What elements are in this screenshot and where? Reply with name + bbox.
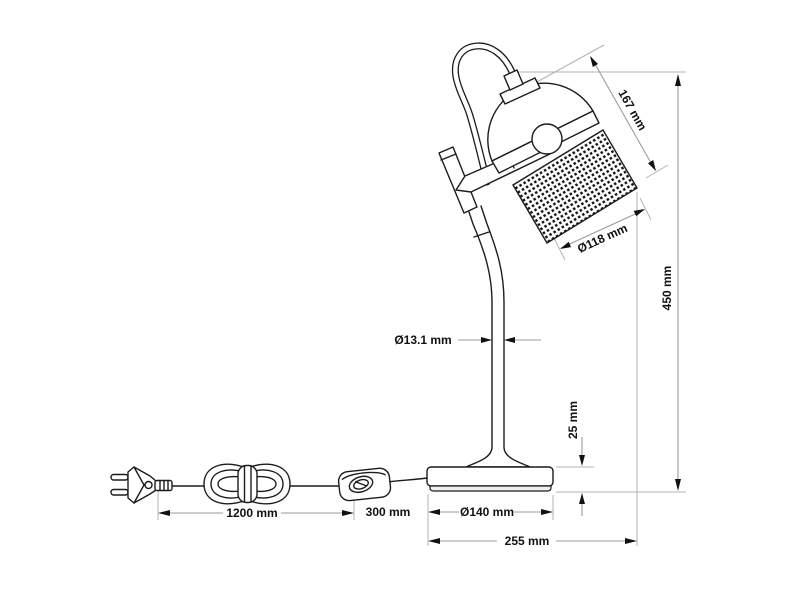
arrow-25-top bbox=[579, 455, 585, 466]
label-cable-length: 1200 mm bbox=[226, 506, 277, 520]
arrow-255-right bbox=[625, 538, 637, 544]
arrow-140-left bbox=[428, 509, 440, 515]
base-body bbox=[426, 466, 554, 487]
arrow-25-bottom bbox=[579, 493, 585, 504]
label-overall-depth: 255 mm bbox=[505, 534, 550, 548]
arrow-13-left bbox=[481, 337, 492, 343]
lamp-head bbox=[487, 69, 638, 244]
arrow-118-right bbox=[633, 209, 645, 217]
extension-lines bbox=[157, 44, 686, 546]
arrow-13-right bbox=[504, 337, 515, 343]
arrow-450-bottom bbox=[675, 479, 681, 491]
arrow-1200-left bbox=[158, 510, 170, 516]
power-plug bbox=[110, 466, 173, 504]
lamp-stem bbox=[468, 205, 505, 450]
hinge-knob bbox=[531, 123, 563, 155]
label-total-height: 450 mm bbox=[660, 266, 674, 311]
arrow-140-right bbox=[541, 509, 553, 515]
inline-switch bbox=[337, 467, 392, 502]
head-cable bbox=[451, 42, 516, 186]
arrow-255-left bbox=[428, 538, 440, 544]
arrow-450-top bbox=[675, 74, 681, 86]
base-foot bbox=[429, 485, 552, 492]
stem-flare bbox=[465, 447, 531, 468]
head-top-connector bbox=[503, 69, 524, 91]
arrow-1200-right bbox=[342, 510, 354, 516]
label-switch-distance: 300 mm bbox=[366, 505, 411, 519]
cable-coil bbox=[203, 463, 291, 505]
arrow-118-left bbox=[560, 241, 571, 249]
label-base-height: 25 mm bbox=[566, 401, 580, 439]
power-cord bbox=[110, 463, 428, 505]
label-base-diameter: Ø140 mm bbox=[460, 505, 514, 519]
lamp-drawing bbox=[110, 42, 638, 505]
lamp-pivot-arm bbox=[438, 146, 478, 214]
arrow-167-bottom bbox=[648, 160, 656, 171]
plug-pin-bottom bbox=[110, 488, 129, 496]
lamp-base bbox=[426, 447, 554, 492]
plug-pin-top bbox=[110, 473, 129, 481]
label-pole-diameter: Ø13.1 mm bbox=[394, 333, 451, 347]
dimension-arrows bbox=[158, 56, 681, 544]
lamp-shade-mesh bbox=[512, 129, 638, 244]
arrow-167-top bbox=[590, 56, 598, 67]
label-shade-diameter: Ø118 mm bbox=[575, 221, 629, 256]
